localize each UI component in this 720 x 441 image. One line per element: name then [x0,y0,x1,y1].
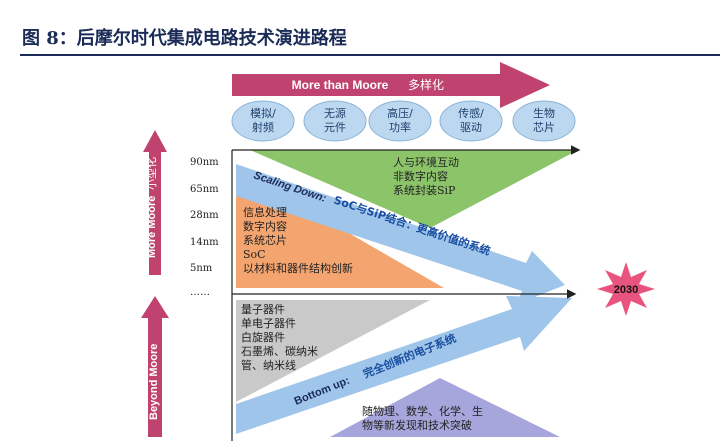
target-2030-star [597,262,655,316]
title-divider [20,54,720,56]
beyond-moore-label: Beyond Moore [148,344,160,420]
bottom-up-arrow [236,296,572,434]
orange-region-text: 信息处理 数字内容 系统芯片 SoC 以材料和器件结构创新 [243,206,353,275]
gray-region-text: 量子器件 单电子器件 白旋器件 石墨烯、碳纳米 管、纳米线 [241,303,318,372]
bubble-biochip [512,100,576,142]
green-region [250,150,578,228]
bubble-sensor [439,100,503,142]
figure-title: 图 8：后摩尔时代集成电路技术演进路程 [22,28,347,49]
bubble-biochip-label: 生物 芯片 [533,107,555,134]
more-than-moore-label: More than Moore [292,78,389,92]
node-tick-ellipsis: …… [190,287,210,298]
green-region-text: 人与环境互动 非数字内容 系统封装SiP [393,156,459,197]
bubble-passive-label: 无源 元件 [324,107,346,134]
lavender-region-text: 随物理、数学、化学、生 物等新发现和技术突破 [362,405,483,432]
bubble-row [231,100,576,142]
node-tick-5nm: 5nm [190,263,213,274]
beyond-moore-arrow [141,296,169,437]
bubble-hv-power-label: 高压/ 功率 [387,107,413,134]
bubble-passive [303,100,367,142]
bubble-hv-power [368,100,432,142]
more-moore-arrow [143,130,167,275]
scaling-down-arrow [236,164,565,304]
lavender-region [330,378,560,437]
gray-region [236,300,430,402]
node-tick-90nm: 90nm [190,157,219,168]
node-tick-28nm: 28nm [190,210,219,221]
bubble-analog-rf-label: 模拟/ 射频 [250,107,276,134]
bubble-analog-rf [231,100,295,142]
bubble-sensor-label: 传感/ 驱动 [458,107,484,134]
target-2030-label: 2030 [614,284,638,296]
more-moore-label: More Moore [146,196,158,258]
node-tick-65nm: 65nm [190,184,219,195]
more-than-moore-cn: 多样化 [408,77,444,92]
more-moore-cn: 小型化 [144,157,158,190]
more-than-moore-arrow [232,62,550,108]
node-tick-14nm: 14nm [190,237,219,248]
